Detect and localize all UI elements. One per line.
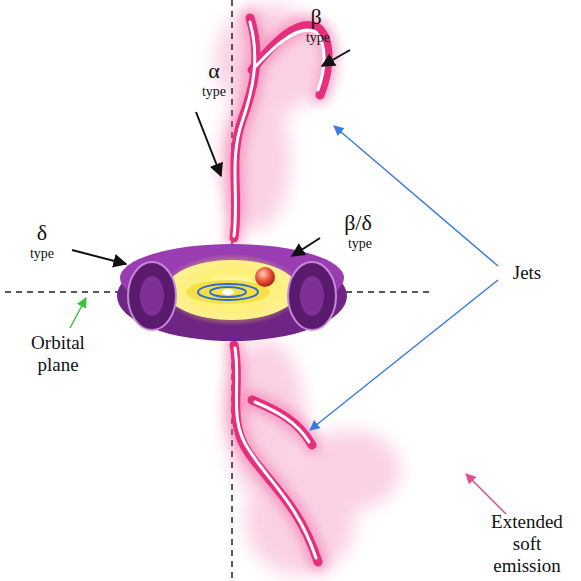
callout-label: Extended soft emission (477, 511, 577, 577)
callout-label: Jets (497, 262, 557, 284)
callout-label: Orbital plane (18, 332, 98, 376)
type-symbol: β/δ (328, 210, 388, 235)
type-symbol: β (296, 4, 336, 29)
type-word: type (17, 246, 67, 262)
type-symbol: δ (22, 220, 62, 245)
type-word: type (335, 236, 385, 252)
type-word: type (189, 84, 239, 100)
type-symbol: α (194, 58, 234, 83)
type-word: type (293, 30, 343, 46)
